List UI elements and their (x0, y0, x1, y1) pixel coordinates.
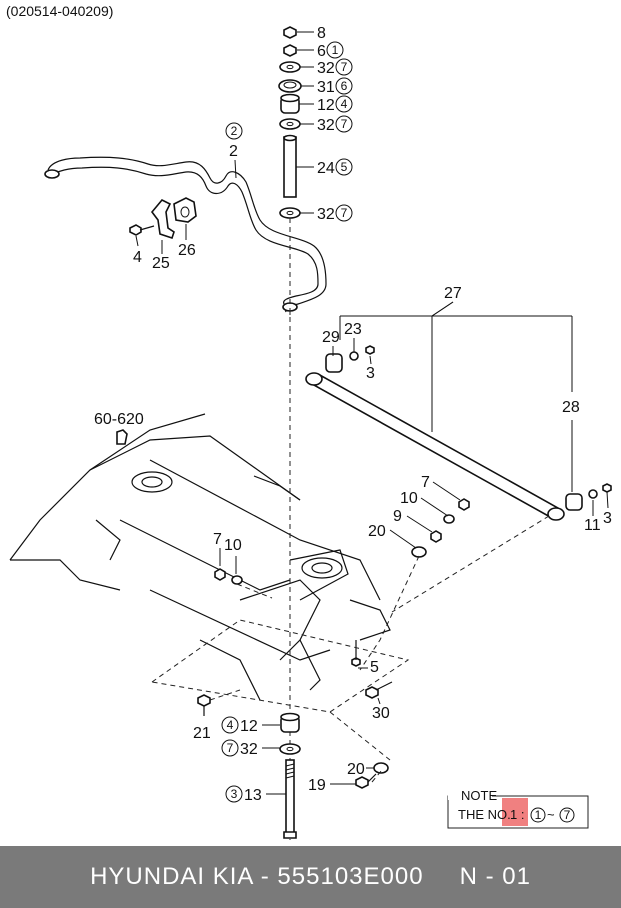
note-range-end: 7 (564, 808, 571, 822)
nut-7a-label: 7 (421, 474, 430, 491)
stack-part-2-label: 32 (317, 60, 335, 77)
stack-hardware (278, 26, 302, 219)
note-box: NOTE THE NO. 1 : 1 ~ 7 (447, 788, 589, 829)
nut-9-label: 9 (393, 508, 402, 525)
stack-leaders (296, 31, 314, 214)
bolt-30-label: 30 (372, 705, 390, 722)
stack-part-6-circle-label: 5 (341, 160, 348, 174)
note-highlight (502, 798, 528, 826)
bushing-12-low-label: 12 (240, 718, 258, 735)
stack-part-7-circle-label: 7 (341, 206, 348, 220)
link-28-label: 28 (562, 399, 580, 416)
bolt-19-label: 19 (308, 777, 326, 794)
note-highlight-text: 1 : (510, 807, 524, 822)
bolt-5-label: 5 (370, 659, 379, 676)
footer-bar: HYUNDAI KIA - 555103E000 N - 01 (0, 846, 621, 908)
ref-60-620-marker (116, 429, 128, 445)
stack-part-0-label: 8 (317, 25, 326, 42)
bracket-25-shape (150, 199, 175, 240)
long-bolt-13-label: 13 (244, 787, 262, 804)
bushing-12-circle-label: 4 (227, 718, 234, 732)
note-tilde: ~ (547, 807, 555, 822)
link-27-leaders (339, 301, 573, 492)
note-range-start: 1 (535, 808, 542, 822)
nut-23-label: 23 (344, 321, 362, 338)
nut-8-shape (283, 26, 297, 39)
stack-part-4-circle (335, 95, 353, 113)
washer-20a-label: 20 (368, 523, 386, 540)
stack-part-4-label: 12 (317, 97, 335, 114)
washer-3a-label: 3 (366, 365, 375, 382)
stack-part-3-circle (335, 77, 353, 95)
body-frame (9, 413, 391, 701)
stack-part-1-circle (326, 41, 344, 59)
link-end-left (305, 372, 323, 386)
bushing-28-shape (565, 493, 583, 511)
note-title: NOTE (461, 788, 497, 803)
washer-32-low2-shape (279, 743, 301, 755)
bracket-bushing-group (129, 197, 197, 240)
stabilizer-bar-label: 2 (229, 143, 238, 160)
bolt-21-label: 21 (193, 725, 211, 742)
bushing-29-label: 29 (322, 329, 340, 346)
header-code: (020514-040209) (6, 3, 114, 19)
washer-32-low-shape (279, 207, 301, 219)
long-bolt-13-circle-label: 3 (231, 787, 238, 801)
stack-part-2-circle-label: 7 (341, 60, 348, 74)
stack-part-7-circle (335, 204, 353, 222)
washer-20b-label: 20 (347, 761, 365, 778)
washer-10a-label: 10 (400, 490, 418, 507)
washer-32-top-shape (279, 61, 301, 73)
bolt-11-label: 11 (584, 517, 601, 534)
bolt-4-shape (129, 224, 142, 236)
stabilizer-bar-circle-label: 2 (231, 124, 238, 138)
stack-part-3-label: 31 (317, 79, 335, 96)
washer-10b-label: 10 (224, 537, 242, 554)
stack-part-7-label: 32 (317, 206, 335, 223)
stack-part-6-circle (335, 158, 353, 176)
nut-6-shape (283, 44, 297, 57)
ref-60-620-label: 60-620 (94, 411, 144, 428)
stack-part-5-label: 32 (317, 117, 335, 134)
sleeve-24-shape (283, 136, 297, 198)
bushing-26-shape (173, 197, 197, 223)
link-end-right (547, 507, 565, 521)
footer-brand: HYUNDAI KIA - 555103E000 (90, 863, 424, 890)
washer-32-low-label: 32 (240, 741, 258, 758)
footer-page: N - 01 (459, 863, 531, 890)
stack-part-5-circle-label: 7 (341, 117, 348, 131)
bracket-25-label: 25 (152, 255, 170, 272)
long-bolt-13-shape (285, 759, 295, 835)
stack-part-1-circle-label: 1 (332, 43, 339, 57)
bushing-29-shape (325, 353, 343, 373)
stack-part-5-circle (335, 115, 353, 133)
washer-32-circle-label: 7 (227, 741, 234, 755)
nut-7b-label: 7 (213, 531, 222, 548)
washer-32-mid-shape (279, 118, 301, 130)
note-prefix: THE NO. (458, 807, 511, 822)
right-hardware (411, 498, 470, 558)
bushing-26-label: 26 (178, 242, 196, 259)
stack-part-2-circle (335, 58, 353, 76)
lateral-link (305, 345, 612, 521)
nut-3b-label: 3 (603, 510, 612, 527)
bolt-4-label: 4 (133, 249, 142, 266)
stack-part-4-circle-label: 4 (341, 97, 348, 111)
stack-part-1-label: 6 (317, 43, 326, 60)
link-27-label: 27 (444, 285, 462, 302)
stack-part-3-circle-label: 6 (341, 79, 348, 93)
stack-part-6-label: 24 (317, 160, 335, 177)
